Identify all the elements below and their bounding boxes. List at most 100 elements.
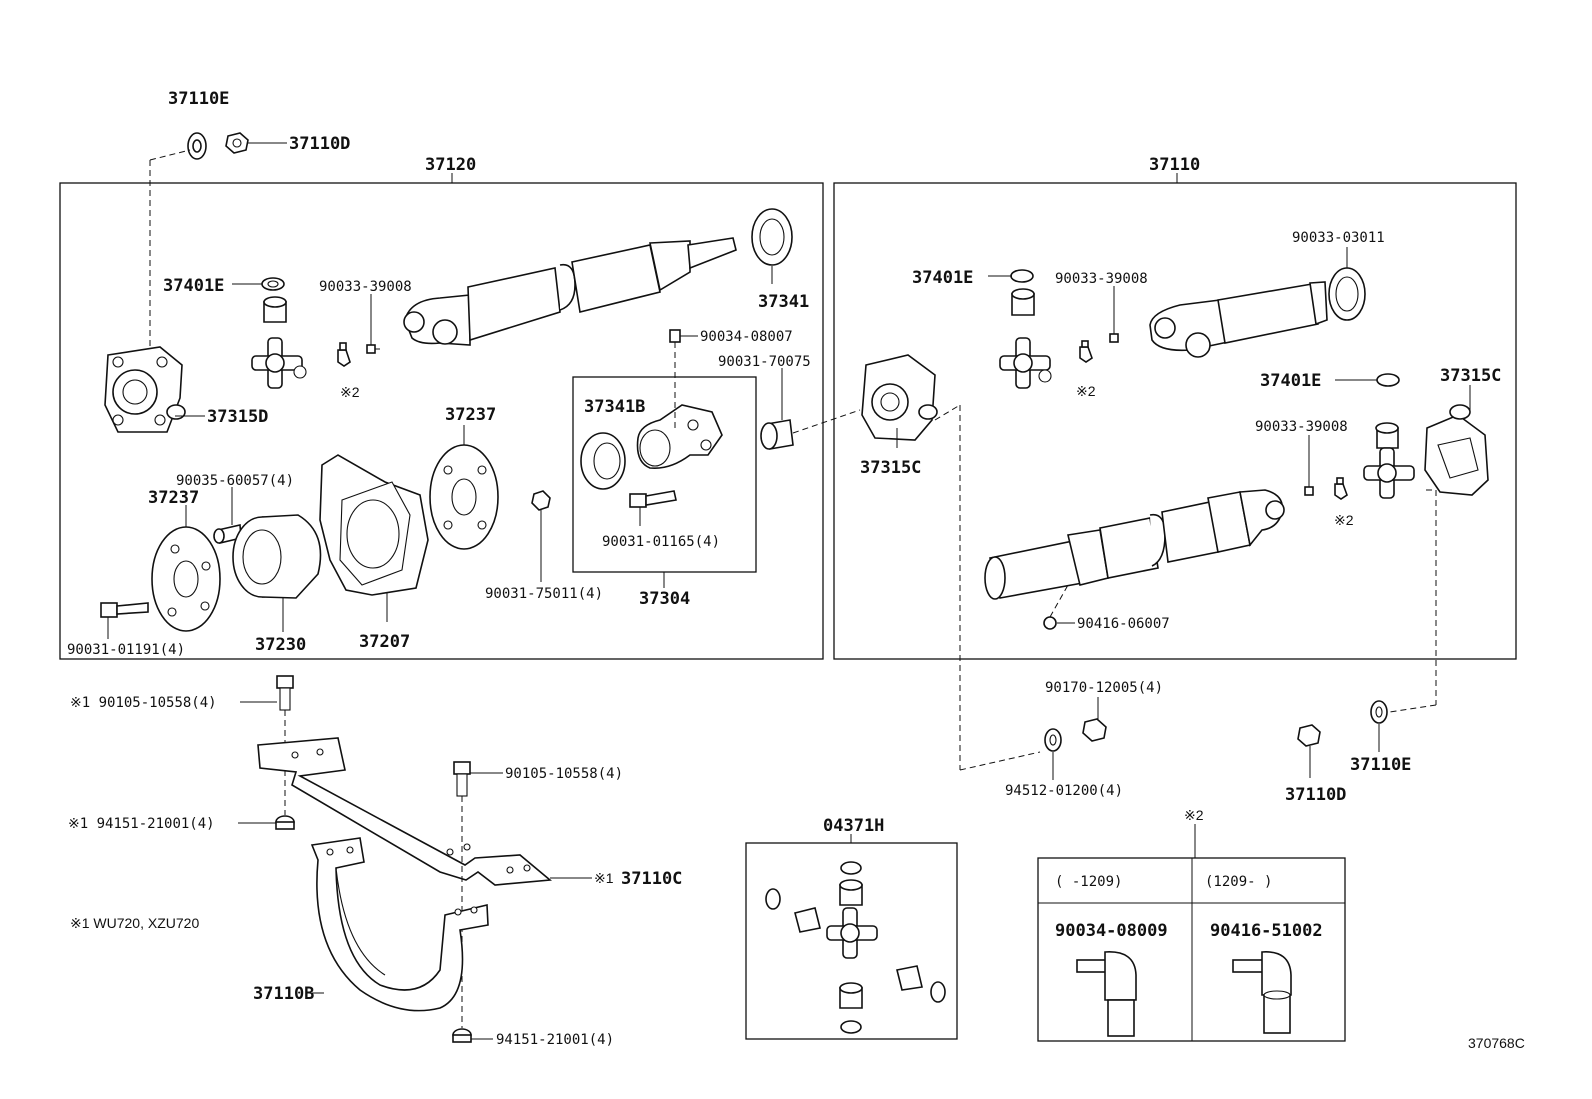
nut-37110d-top	[225, 132, 249, 154]
nut-90170-12005	[1082, 718, 1107, 742]
label-90031-01165: 90031-01165(4)	[602, 534, 720, 550]
table-col2-header: (1209- )	[1205, 874, 1272, 890]
dust-seal-37341	[751, 208, 793, 266]
bolt-90105-10558-upper	[276, 675, 294, 711]
label-37110c: 37110C	[621, 869, 682, 889]
assembly-box-37120	[59, 182, 824, 660]
table-col2-part: 90416-51002	[1210, 921, 1323, 941]
label-37110d-bottom: 37110D	[1285, 785, 1346, 805]
kit-snap-ring-right	[930, 981, 946, 1003]
bracket-37207	[319, 454, 429, 596]
label-37401e-c: 37401E	[1260, 371, 1321, 391]
bearing-plate-37237-left	[151, 526, 221, 632]
nut-90031-75011	[531, 490, 551, 511]
label-note2-b: ※2	[1076, 383, 1096, 399]
washer-94512-01200	[1044, 728, 1062, 752]
label-94151-21001-a: ※1 94151-21001(4)	[68, 816, 215, 832]
bolt-90105-10558-lower	[453, 761, 471, 797]
grease-nipple-note2-right-top	[1079, 340, 1093, 363]
flange-yoke-37315c-right	[1424, 404, 1489, 496]
bolt-90031-01191	[100, 602, 149, 618]
reference-number: 370768C	[1468, 1035, 1525, 1051]
universal-joint-spider-left	[251, 337, 307, 389]
label-37401e-a: 37401E	[163, 276, 224, 296]
label-90033-39008-b: 90033-39008	[1055, 271, 1148, 287]
assembly-box-37110	[833, 182, 1517, 660]
label-37341: 37341	[758, 292, 809, 312]
label-37120: 37120	[425, 155, 476, 175]
label-note2-c: ※2	[1334, 512, 1354, 528]
label-37110c-mark: ※1	[594, 870, 614, 886]
label-90034-08007: 90034-08007	[700, 329, 793, 345]
label-37110: 37110	[1149, 155, 1200, 175]
grease-nipple-note2-left	[337, 342, 351, 367]
tube-shaft-lower	[984, 489, 1285, 600]
label-94151-21001-b: 94151-21001(4)	[496, 1032, 614, 1048]
table-col1-part: 90034-08009	[1055, 921, 1168, 941]
label-90105-10558-b: 90105-10558(4)	[505, 766, 623, 782]
washer-37110e-bottom	[1370, 700, 1388, 724]
bearing-cup-right-bottom	[1375, 422, 1399, 449]
note2-table	[1037, 857, 1346, 1042]
label-37315d: 37315D	[207, 407, 268, 427]
crossmember-37110c	[257, 737, 552, 886]
label-note2-a: ※2	[340, 384, 360, 400]
label-90416-06007: 90416-06007	[1077, 616, 1170, 632]
grease-nipple-90416-51002	[1232, 951, 1292, 1034]
kit-snap-ring-top	[840, 861, 862, 875]
grease-nipple-90033-39008-right-bottom	[1304, 486, 1314, 496]
label-37207: 37207	[359, 632, 410, 652]
label-37315c-b: 37315C	[860, 458, 921, 478]
support-bracket-37110b	[310, 837, 489, 1012]
kit-bearing-cup-top	[839, 879, 863, 906]
snap-ring-37401e-right-bottom	[1376, 373, 1400, 387]
table-col1-header: ( -1209)	[1055, 874, 1122, 890]
label-90105-10558-a: ※1 90105-10558(4)	[70, 695, 217, 711]
kit-bearing-cup-bottom	[839, 982, 863, 1009]
universal-joint-spider-right-top	[999, 337, 1052, 389]
label-90031-75011: 90031-75011(4)	[485, 586, 603, 602]
label-37110e-bottom: 37110E	[1350, 755, 1411, 775]
kit-bearing-cup-left	[794, 907, 821, 933]
bearing-plate-37237-right	[429, 444, 499, 550]
label-37237-b: 37237	[148, 488, 199, 508]
label-90033-39008-c: 90033-39008	[1255, 419, 1348, 435]
kit-bearing-cup-right	[896, 965, 923, 991]
kit-spider	[826, 907, 878, 959]
label-note1-models: ※1 WU720, XZU720	[70, 915, 199, 931]
label-37341b: 37341B	[584, 397, 645, 417]
propeller-shaft-37120	[403, 237, 737, 346]
center-bearing-housing	[636, 404, 723, 470]
seal-90033-03011	[1328, 267, 1366, 321]
grease-nipple-90033-39008-left	[366, 344, 380, 354]
nut-94151-21001-bottom	[452, 1028, 472, 1043]
label-37110e-top: 37110E	[168, 89, 229, 109]
bearing-cup-right-top	[1011, 288, 1035, 316]
grease-nipple-note2-right-bottom	[1334, 477, 1348, 500]
label-37230: 37230	[255, 635, 306, 655]
label-90035-60057: 90035-60057(4)	[176, 473, 294, 489]
bolt-90031-01165	[629, 490, 677, 508]
slip-yoke-shaft-upper	[1149, 281, 1328, 358]
label-90033-39008-a: 90033-39008	[319, 279, 412, 295]
bearing-cup-left	[263, 296, 287, 323]
label-37401e-b: 37401E	[912, 268, 973, 288]
grease-nipple-90416-06007	[1043, 616, 1057, 630]
label-90031-01191: 90031-01191(4)	[67, 642, 185, 658]
nut-94151-21001-left	[275, 815, 295, 830]
nut-37110d-bottom	[1297, 724, 1321, 747]
label-04371h: 04371H	[823, 816, 884, 836]
center-bearing-37341b	[580, 432, 626, 490]
grease-nipple-90034-08007	[669, 329, 681, 343]
snap-ring-37401e-left	[261, 277, 285, 291]
bushing-90031-70075	[760, 419, 794, 450]
label-37110d-top: 37110D	[289, 134, 350, 154]
grease-nipple-90033-39008-right-top	[1109, 333, 1119, 343]
label-90033-03011: 90033-03011	[1292, 230, 1385, 246]
label-37304: 37304	[639, 589, 690, 609]
cushion-37230	[232, 514, 322, 599]
kit-snap-ring-bottom	[840, 1020, 862, 1034]
washer-37110e-top	[187, 132, 207, 160]
flange-yoke-37315d	[104, 346, 186, 433]
